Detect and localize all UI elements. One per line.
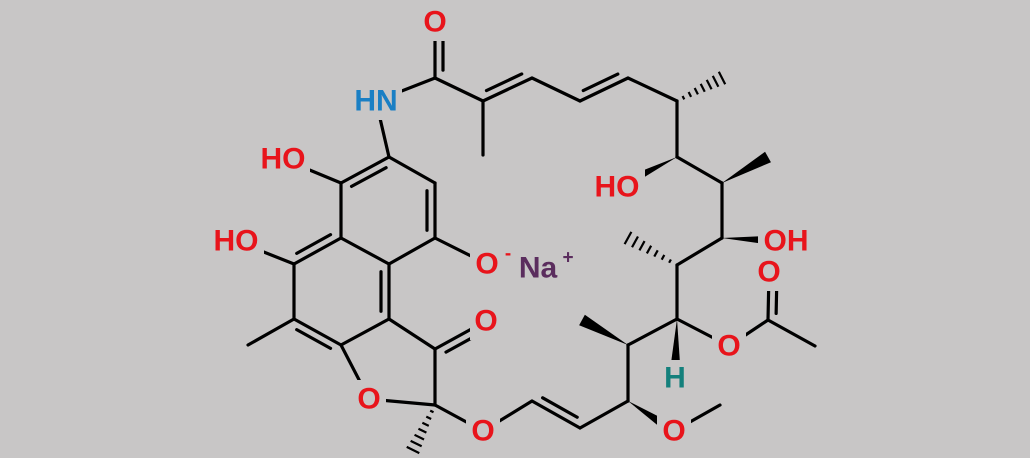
sodium-ion-label: Na — [519, 252, 558, 285]
double-bond — [484, 72, 524, 93]
atom-label-layer: O HN HO HO O - O O O O H O O HO OH Na + — [208, 3, 814, 450]
single-bond — [339, 317, 391, 347]
furan-oxygen-label: O — [357, 383, 380, 416]
single-bond — [387, 236, 437, 266]
double-bond — [339, 155, 391, 185]
hydroxyl-upper-label: HO — [261, 143, 306, 176]
wedge-bond — [722, 151, 771, 183]
single-bond — [675, 236, 724, 267]
wedge-bond — [579, 314, 628, 345]
single-bond — [530, 76, 582, 103]
single-bond — [246, 317, 296, 347]
phenoxide-oxygen-label: O — [475, 248, 498, 281]
sodium-charge-label: + — [562, 248, 573, 269]
single-bond — [433, 76, 485, 103]
ketone-oxygen-label: O — [474, 305, 497, 338]
chain-hydroxyl-right-label: OH — [764, 225, 809, 258]
single-bond — [387, 155, 437, 185]
hashed-bond — [681, 71, 727, 100]
hydroxyl-lower-label: HO — [214, 225, 259, 258]
double-bond — [295, 233, 333, 255]
single-bond — [766, 318, 817, 348]
phenoxide-charge-label: - — [505, 244, 511, 265]
single-bond — [339, 236, 391, 266]
methoxy-oxygen-label: O — [662, 415, 685, 448]
double-bond — [295, 328, 333, 350]
acetoxy-oxygen-label: O — [717, 330, 740, 363]
chain-hydroxyl-left-label: HO — [595, 171, 640, 204]
single-bond — [675, 155, 724, 185]
stereo-hydrogen-label: H — [664, 362, 686, 395]
double-bond — [541, 396, 579, 419]
single-bond — [578, 399, 630, 430]
double-bond — [292, 317, 343, 347]
double-bond — [292, 236, 343, 266]
bond-layer — [234, 20, 817, 455]
hashed-bond — [623, 231, 672, 264]
ether-oxygen-label: O — [471, 415, 494, 448]
single-bond — [387, 317, 437, 351]
amide-oxygen-label: O — [423, 6, 446, 39]
single-bond — [626, 76, 679, 103]
double-bond — [530, 399, 582, 430]
double-bond — [481, 76, 534, 103]
hashed-bond — [406, 409, 435, 455]
acetyl-carbonyl-oxygen-label: O — [757, 256, 780, 289]
amide-nh-label: HN — [354, 85, 397, 118]
double-bond — [578, 76, 630, 103]
double-bond — [581, 72, 620, 93]
double-bond — [349, 166, 388, 188]
single-bond — [626, 317, 679, 347]
